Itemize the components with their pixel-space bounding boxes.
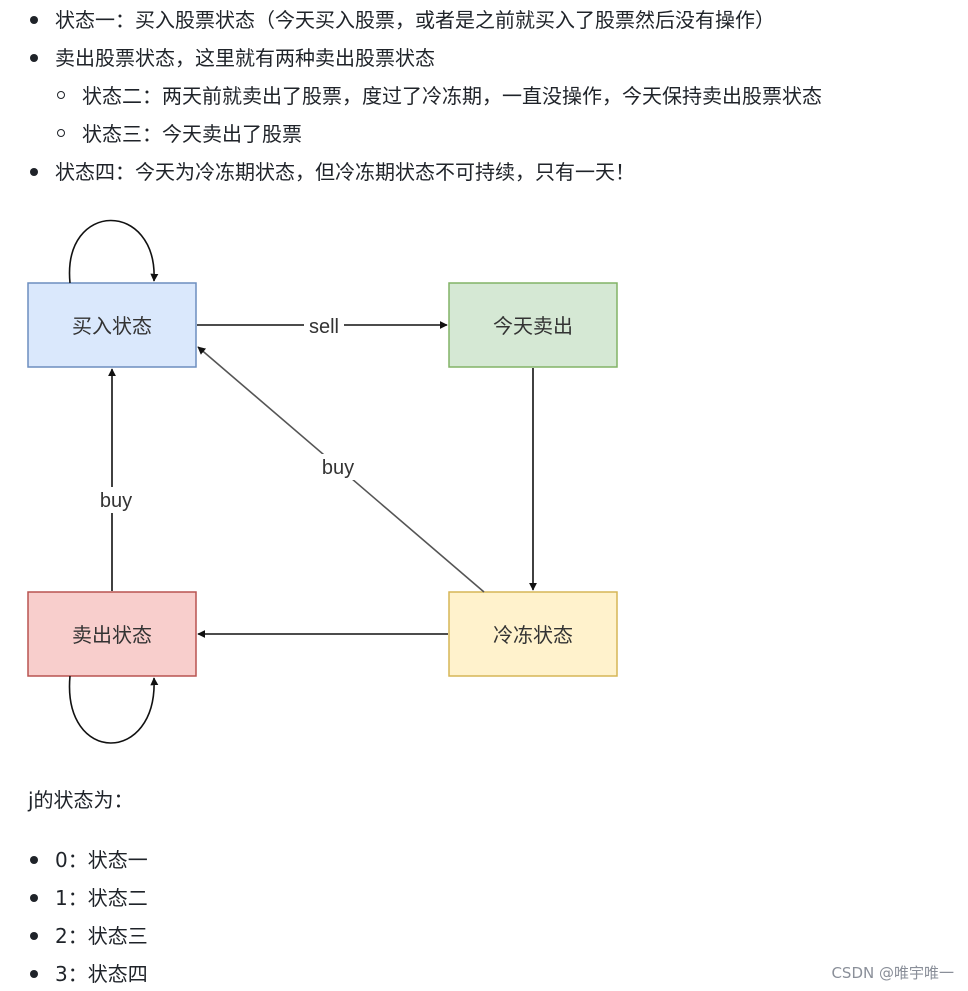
- j-list-item-1: 1：状态二: [55, 886, 148, 910]
- csdn-watermark: CSDN @唯宇唯一: [831, 964, 954, 982]
- list-subitem-state-three: 状态三：今天卖出了股票: [82, 122, 302, 146]
- bullet-dot-icon: [30, 54, 38, 62]
- node-sold-state-box: [27, 591, 197, 677]
- list-item-state-four: 状态四：今天为冷冻期状态，但冷冻期状态不可持续，只有一天！: [55, 160, 635, 184]
- node-sold-today-box: [448, 282, 618, 368]
- node-sold-today: 今天卖出: [448, 282, 618, 368]
- list-item-sell-states: 卖出股票状态，这里就有两种卖出股票状态: [55, 46, 435, 70]
- j-list-item-3: 3：状态四: [55, 962, 148, 986]
- list-subitem-state-two: 状态二：两天前就卖出了股票，度过了冷冻期，一直没操作，今天保持卖出股票状态: [82, 84, 822, 108]
- node-buy-state: 买入状态: [27, 282, 197, 368]
- j-list-item-2: 2：状态三: [55, 924, 148, 948]
- bullet-circle-icon: [57, 91, 65, 99]
- node-buy-state-label: 买入状态: [72, 314, 152, 338]
- state-transition-diagram: 买入状态 今天卖出 卖出状态 冷冻状态 sell buy buy: [27, 219, 618, 744]
- bullet-dot-icon: [30, 970, 38, 978]
- edge-buy-vertical-label-bg: [94, 487, 138, 513]
- node-cooldown-label: 冷冻状态: [493, 623, 573, 647]
- j-states-intro: j的状态为：: [28, 788, 134, 812]
- bullet-dot-icon: [30, 894, 38, 902]
- node-sold-today-label: 今天卖出: [493, 314, 573, 338]
- node-sold-state-label: 卖出状态: [72, 623, 152, 647]
- node-sold-state: 卖出状态: [27, 591, 197, 677]
- j-list-item-0: 0：状态一: [55, 848, 148, 872]
- edge-buy-self-loop: [68, 219, 159, 284]
- edge-sell-label-bg: [304, 314, 344, 338]
- edge-buy-diagonal-label: buy: [322, 457, 354, 479]
- node-cooldown-box: [448, 591, 618, 677]
- node-buy-state-box: [27, 282, 197, 368]
- edge-buy-diagonal-label-bg: [316, 454, 360, 480]
- bullet-dot-icon: [30, 932, 38, 940]
- bullet-dot-icon: [30, 856, 38, 864]
- edge-sold-self-loop: [68, 675, 159, 744]
- bullet-circle-icon: [57, 129, 65, 137]
- bullet-dot-icon: [30, 16, 38, 24]
- node-cooldown: 冷冻状态: [448, 591, 618, 677]
- list-item-state-one: 状态一：买入股票状态（今天买入股票，或者是之前就买入了股票然后没有操作）: [55, 8, 775, 32]
- bullet-dot-icon: [30, 168, 38, 176]
- edge-sell-label: sell: [309, 316, 339, 338]
- edge-buy-vertical-label: buy: [100, 490, 132, 512]
